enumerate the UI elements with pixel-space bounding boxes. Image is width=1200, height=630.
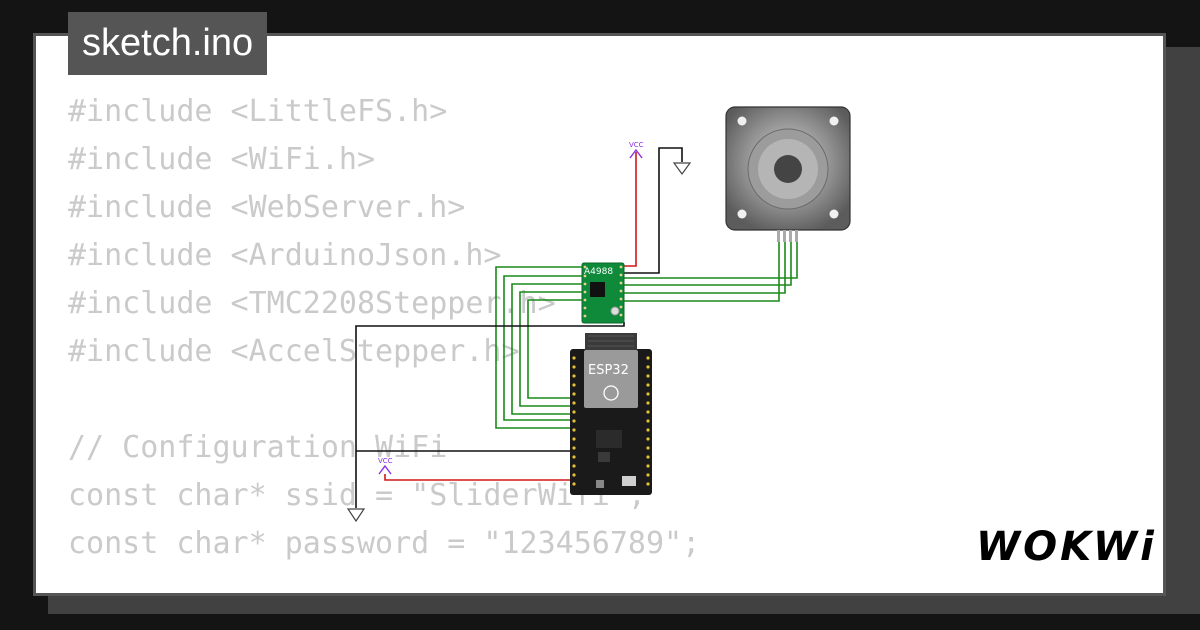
code-preview: #include <LittleFS.h> #include <WiFi.h> #i… [68, 88, 700, 568]
filename-tab: sketch.ino [68, 12, 268, 75]
code-line: #include <WiFi.h> [68, 142, 376, 177]
code-line: #include <ArduinoJson.h> [68, 238, 502, 273]
code-line: #include <WebServer.h> [68, 190, 466, 225]
code-line: const char* ssid = "SliderWifi"; [68, 478, 646, 513]
espressif-logo-icon [603, 385, 619, 401]
signal-wires [495, 232, 798, 429]
vcc-symbol-bottom: VCC [378, 457, 393, 475]
code-line: const char* password = "123456789"; [68, 526, 701, 561]
wokwi-logo: WOKWi [976, 524, 1157, 570]
ground-wires [355, 147, 683, 508]
code-line: #include <AccelStepper.h> [68, 334, 520, 369]
driver-label: A4988 [584, 267, 613, 277]
code-line: // Configuration WiFi [68, 430, 448, 465]
esp32-board: ESP32 [570, 333, 652, 495]
power-wires [384, 152, 637, 481]
code-line: #include <TMC2208Stepper.h> [68, 286, 556, 321]
vcc-symbol-top: VCC [629, 141, 644, 159]
vcc-label: VCC [378, 457, 393, 465]
code-line: #include <LittleFS.h> [68, 94, 448, 129]
a4988-driver: A4988 [581, 262, 625, 324]
wokwi-logo-text: WOKWi [976, 524, 1157, 570]
stepper-motor [725, 106, 851, 242]
vcc-label: VCC [629, 141, 644, 149]
mcu-label: ESP32 [588, 363, 629, 378]
ground-symbol-top [672, 162, 692, 176]
ground-symbol-bottom [346, 508, 366, 523]
filename-label: sketch.ino [82, 22, 254, 64]
